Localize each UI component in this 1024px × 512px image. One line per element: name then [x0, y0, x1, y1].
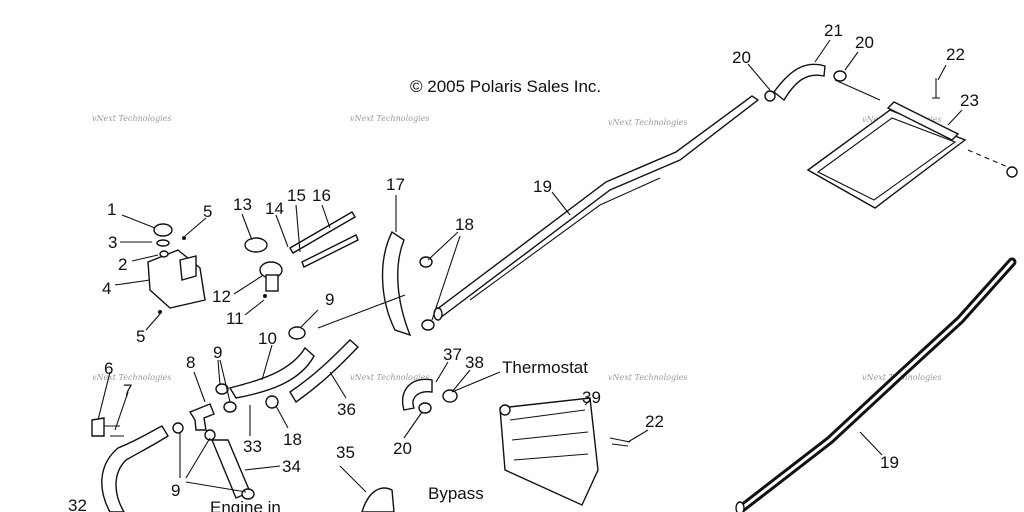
callout-number: 36	[337, 400, 356, 419]
callout-number: 19	[533, 177, 552, 196]
tee-fitting	[188, 403, 215, 431]
callout-number: 7	[123, 381, 132, 400]
hose-37	[401, 378, 433, 411]
callout-number: 19	[880, 453, 899, 472]
watermark: vNext Technologies	[608, 373, 687, 382]
hose-32	[101, 425, 169, 512]
callout-number: 35	[336, 443, 355, 462]
watermark: vNext Technologies	[350, 114, 429, 123]
callout-number: 38	[465, 353, 484, 372]
hose-36	[289, 339, 360, 404]
callout-number: 5	[136, 327, 145, 346]
hose-35	[361, 487, 395, 512]
callout-number: 16	[312, 186, 331, 205]
callout-number: 5	[203, 202, 212, 221]
callout-number: 15	[287, 186, 306, 205]
callout-number: 20	[393, 439, 412, 458]
watermark: vNext Technologies	[92, 114, 171, 123]
sensor	[91, 417, 124, 437]
watermark: vNext Technologies	[92, 373, 171, 382]
watermark: vNext Technologies	[608, 118, 687, 127]
callout-number: 11	[226, 309, 244, 328]
screw	[182, 236, 186, 240]
callout-number: 6	[104, 359, 113, 378]
coolant-tube-lower	[735, 257, 1017, 512]
bolt-22-front	[609, 437, 631, 447]
callout-number: 20	[732, 48, 751, 67]
callout-number: 13	[233, 195, 252, 214]
callout-number: 12	[212, 287, 231, 306]
front-heat-exchanger	[499, 397, 599, 506]
bolt-22-rear	[932, 78, 940, 99]
screw	[158, 310, 162, 314]
callout-number: 18	[283, 430, 302, 449]
hose-clamps	[172, 70, 1018, 500]
dashed-line	[317, 294, 406, 329]
hose-21	[773, 63, 826, 102]
callout-number: 4	[102, 279, 111, 298]
callout-number: 14	[265, 199, 284, 218]
thermostat-housing	[244, 237, 283, 292]
callout-number: 37	[443, 345, 462, 364]
coolant-reservoir	[147, 223, 206, 309]
callout-number: 17	[386, 175, 405, 194]
coolant-tube-upper	[433, 95, 760, 321]
callout-number: 34	[282, 457, 301, 476]
callout-number: 3	[108, 233, 117, 252]
callout-number: 2	[118, 255, 127, 274]
callout-number: 23	[960, 91, 979, 110]
copyright-text: © 2005 Polaris Sales Inc.	[410, 77, 601, 96]
callout-number: 9	[171, 481, 180, 500]
screw	[263, 294, 267, 298]
callout-number: 1	[107, 200, 116, 219]
callout-number: 32	[68, 496, 87, 512]
engine-in-caption: Engine in	[210, 498, 281, 512]
callout-number: 21	[824, 21, 843, 40]
thermostat-caption: Thermostat	[502, 358, 588, 377]
callout-number: 33	[243, 437, 262, 456]
callout-number: 18	[455, 215, 474, 234]
callout-number: 9	[213, 343, 222, 362]
bypass-caption: Bypass	[428, 484, 484, 503]
leader-lines	[97, 39, 963, 493]
callout-number: 22	[645, 412, 664, 431]
callout-number: 8	[186, 353, 195, 372]
hose-17	[381, 230, 412, 337]
small-tubes	[289, 211, 359, 268]
callout-number: 20	[855, 33, 874, 52]
callout-labels: 1 2 3 4 5 5 6 7 8 9 9 9 10 11 12 13 14 1…	[68, 21, 979, 512]
callout-number: 10	[258, 329, 277, 348]
callout-number: 9	[325, 290, 334, 309]
rear-heat-exchanger	[806, 79, 1011, 209]
hose-10	[228, 346, 315, 399]
watermark: vNext Technologies	[350, 373, 429, 382]
callout-number: 22	[946, 45, 965, 64]
callout-number: 39	[582, 388, 601, 407]
